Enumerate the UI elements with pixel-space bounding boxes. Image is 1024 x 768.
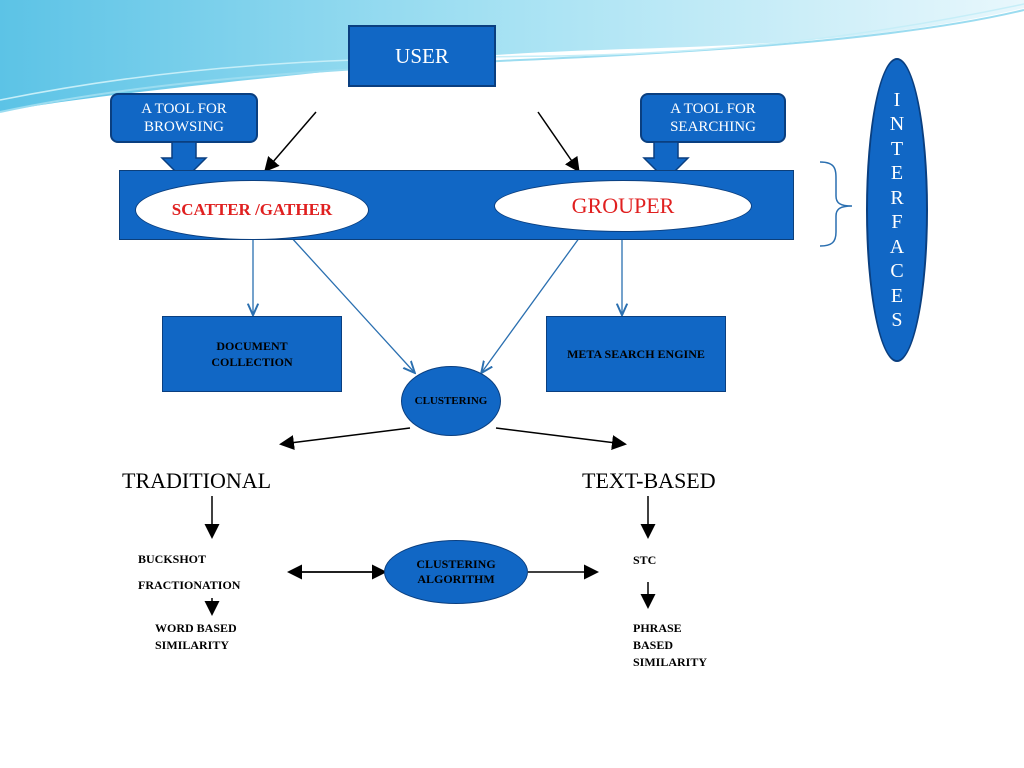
arrow-clustering-to-textbased [495, 427, 627, 450]
down-arrow-browsing-icon [160, 142, 208, 182]
fractionation-label: FRACTIONATION [138, 578, 241, 592]
user-label: USER [395, 43, 449, 68]
document-collection-box: DOCUMENT COLLECTION [162, 316, 342, 392]
interfaces-letter: F [891, 211, 903, 233]
stc-label: STC [633, 553, 657, 567]
scatter-gather-label: SCATTER /GATHER [171, 200, 333, 219]
interfaces-letter: N [889, 113, 905, 135]
tool-searching-box: A TOOL FOR SEARCHING [640, 93, 786, 143]
interfaces-letter: I [893, 88, 901, 111]
buckshot-label: BUCKSHOT [138, 552, 207, 566]
clustering-oval: CLUSTERING [401, 366, 501, 436]
grouper-oval: GROUPER [494, 180, 752, 232]
tool-browsing-box: A TOOL FOR BROWSING [110, 93, 258, 143]
traditional-label: TRADITIONAL [122, 468, 272, 493]
interfaces-brace [819, 161, 853, 247]
interfaces-letter: C [890, 260, 904, 282]
tool-browsing-label: A TOOL FOR BROWSING [141, 101, 227, 135]
text-based-label: TEXT-BASED [582, 468, 716, 493]
interfaces-letter: E [890, 162, 904, 184]
interfaces-letter: T [890, 137, 904, 160]
interfaces-letter: A [889, 235, 905, 258]
arrow-user-to-scatter [264, 111, 317, 173]
word-based-similarity-label: WORD BASED SIMILARITY [155, 621, 237, 652]
document-collection-label: DOCUMENT COLLECTION [211, 339, 293, 369]
meta-search-engine-box: META SEARCH ENGINE [546, 316, 726, 392]
interfaces-letter: E [890, 284, 904, 307]
interfaces-letter: R [890, 186, 904, 209]
wave-decoration [0, 0, 1024, 113]
clustering-algorithm-label: CLUSTERING ALGORITHM [416, 557, 496, 586]
arrow-user-to-grouper [537, 111, 580, 173]
user-box: USER [348, 25, 496, 87]
arrow-scatter-to-clustering [289, 235, 414, 372]
down-arrow-searching-icon [642, 142, 690, 182]
grouper-label: GROUPER [571, 193, 675, 218]
arrow-grouper-to-clustering [482, 229, 586, 372]
interfaces-letter: S [891, 309, 903, 331]
meta-search-engine-label: META SEARCH ENGINE [567, 347, 705, 361]
clustering-label: CLUSTERING [414, 395, 488, 407]
tool-searching-label: A TOOL FOR SEARCHING [670, 101, 756, 135]
phrase-based-similarity-label: PHRASE BASED SIMILARITY [633, 621, 708, 669]
scatter-gather-oval: SCATTER /GATHER [135, 180, 369, 240]
clustering-algorithm-oval: CLUSTERING ALGORITHM [384, 540, 528, 604]
arrow-clustering-to-traditional [279, 427, 411, 450]
